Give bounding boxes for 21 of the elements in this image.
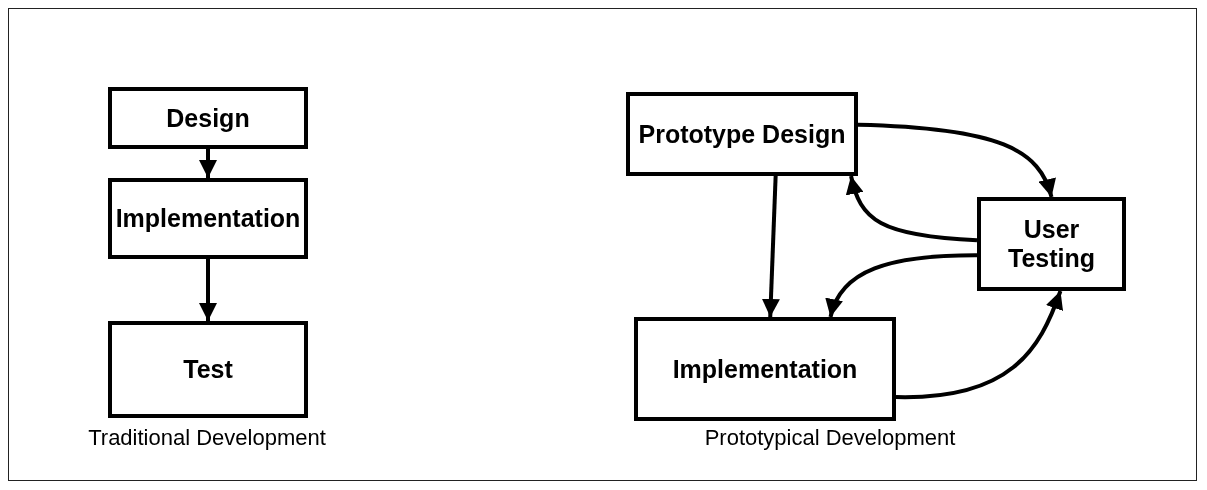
process-box	[634, 317, 896, 421]
process-box	[108, 87, 308, 149]
arrow	[199, 149, 217, 178]
arrow	[761, 175, 780, 318]
box-label: Test	[183, 355, 233, 384]
diagram-caption: Traditional Development	[88, 425, 326, 451]
process-box	[108, 178, 308, 259]
box-label: Prototype Design	[638, 119, 846, 149]
box-label: Implementation	[115, 204, 301, 233]
arrow	[895, 290, 1063, 400]
process-box	[108, 321, 308, 418]
box-label: Design	[166, 103, 250, 133]
arrow	[846, 175, 978, 243]
process-box	[626, 92, 858, 176]
arrow	[857, 122, 1055, 198]
process-box	[977, 197, 1126, 291]
box-label: User Testing	[1006, 215, 1096, 273]
arrow	[826, 253, 978, 318]
diagram-caption: Prototypical Development	[704, 425, 956, 451]
arrow	[199, 259, 217, 321]
box-label: Implementation	[672, 354, 858, 384]
